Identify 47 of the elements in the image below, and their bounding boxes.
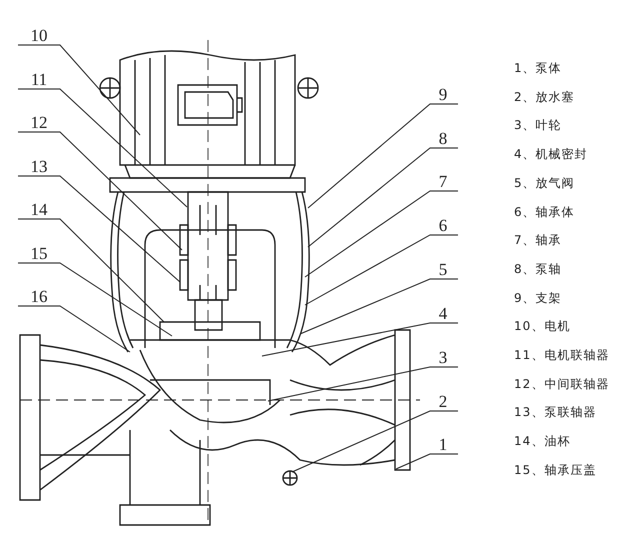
leader-line — [262, 322, 458, 356]
leader-line — [308, 104, 458, 208]
callout-number: 1 — [428, 437, 458, 452]
callout-number: 15 — [18, 246, 60, 261]
part-name-label: 6、轴承体 — [514, 204, 575, 220]
leader-line — [268, 366, 458, 402]
part-name-label: 15、轴承压盖 — [514, 462, 596, 478]
callout-number: 7 — [428, 174, 458, 189]
callout-number: 4 — [428, 306, 458, 321]
leader-line — [396, 454, 458, 470]
leader-line — [18, 44, 140, 136]
part-name-label: 10、电机 — [514, 318, 570, 334]
callout-number: 8 — [428, 131, 458, 146]
leader-line — [18, 218, 164, 322]
callout-number: 13 — [18, 159, 60, 174]
leader-line — [304, 234, 458, 306]
leader-line — [18, 306, 130, 352]
part-name-label: 7、轴承 — [514, 232, 562, 248]
leader-line — [292, 410, 458, 472]
callout-number: 3 — [428, 350, 458, 365]
callout-number: 9 — [428, 87, 458, 102]
part-name-label: 9、支架 — [514, 290, 562, 306]
part-name-label: 13、泵联轴器 — [514, 404, 596, 420]
part-name-label: 12、中间联轴器 — [514, 376, 610, 392]
callout-number: 6 — [428, 218, 458, 233]
leader-line — [304, 190, 458, 278]
leader-line — [18, 132, 182, 250]
leader-line — [300, 278, 458, 334]
part-name-label: 1、泵体 — [514, 60, 562, 76]
part-name-label: 14、油杯 — [514, 433, 570, 450]
part-name-label: 5、放气阀 — [514, 174, 575, 191]
leader-line — [18, 88, 188, 208]
callout-number: 5 — [428, 262, 458, 277]
leader-line — [18, 176, 180, 282]
callout-number: 16 — [18, 289, 60, 304]
part-name-label: 4、机械密封 — [514, 146, 588, 162]
callout-number: 2 — [428, 394, 458, 409]
leader-line — [18, 262, 172, 336]
part-name-label: 3、叶轮 — [514, 117, 562, 134]
part-name-label: 11、电机联轴器 — [514, 347, 610, 363]
part-name-label: 2、放水塞 — [514, 88, 575, 105]
callout-number: 12 — [18, 115, 60, 130]
callout-number: 10 — [18, 28, 60, 43]
callout-number: 14 — [18, 202, 60, 217]
leader-line — [308, 148, 458, 248]
callout-number: 11 — [18, 72, 60, 87]
part-name-label: 8、泵轴 — [514, 260, 562, 277]
